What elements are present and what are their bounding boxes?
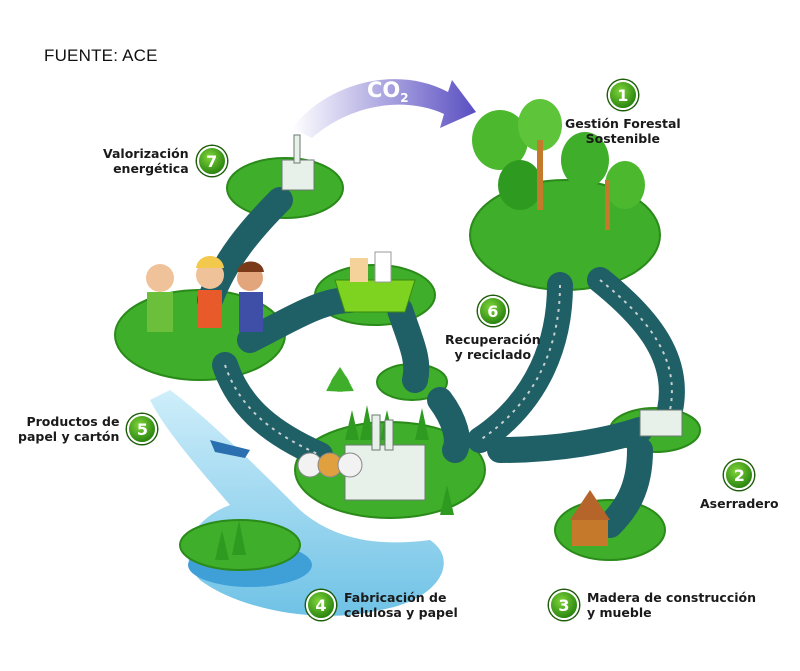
recycle-basket xyxy=(334,251,416,313)
forest xyxy=(472,99,645,230)
step-badge-3: 3 xyxy=(549,590,579,620)
tracks xyxy=(197,187,685,538)
step-label-7: Valorización energética xyxy=(103,146,189,176)
step-label-1: Gestión Forestal Sostenible xyxy=(565,116,681,146)
step-badge-5: 5 xyxy=(127,414,158,444)
source-caption: FUENTE: ACE xyxy=(44,46,158,65)
recycle-icon xyxy=(326,367,354,392)
step-badge-2: 2 xyxy=(724,460,755,490)
step-badge-1: 1 xyxy=(607,80,638,110)
boat xyxy=(210,440,250,458)
step-label-4: Fabricación de celulosa y papel xyxy=(344,590,458,620)
co2-label: CO2 xyxy=(367,78,409,106)
step-label-2: Aserradero xyxy=(700,496,779,511)
step-7: Valorización energética 7 xyxy=(103,146,227,176)
step-badge-7: 7 xyxy=(196,146,227,176)
people xyxy=(146,256,264,332)
step-label-3: Madera de construcción y mueble xyxy=(587,590,756,620)
step-6: 6 Recuperación y reciclado xyxy=(445,296,541,362)
buildings xyxy=(281,134,683,546)
step-1: 1 Gestión Forestal Sostenible xyxy=(565,80,681,146)
rails xyxy=(224,279,673,456)
step-label-5: Productos de papel y cartón xyxy=(18,414,120,444)
step-5: Productos de papel y cartón 5 xyxy=(18,414,158,444)
step-label-6: Recuperación y reciclado xyxy=(445,332,541,362)
step-badge-6: 6 xyxy=(477,296,508,326)
step-2: 2 Aserradero xyxy=(700,460,779,511)
paper-rolls xyxy=(297,452,363,478)
small-trees xyxy=(215,405,454,560)
step-4: 4 Fabricación de celulosa y papel xyxy=(306,590,458,620)
step-3: 3 Madera de construcción y mueble xyxy=(549,590,756,620)
step-badge-4: 4 xyxy=(306,590,336,620)
co2-arrow-icon xyxy=(292,79,476,138)
